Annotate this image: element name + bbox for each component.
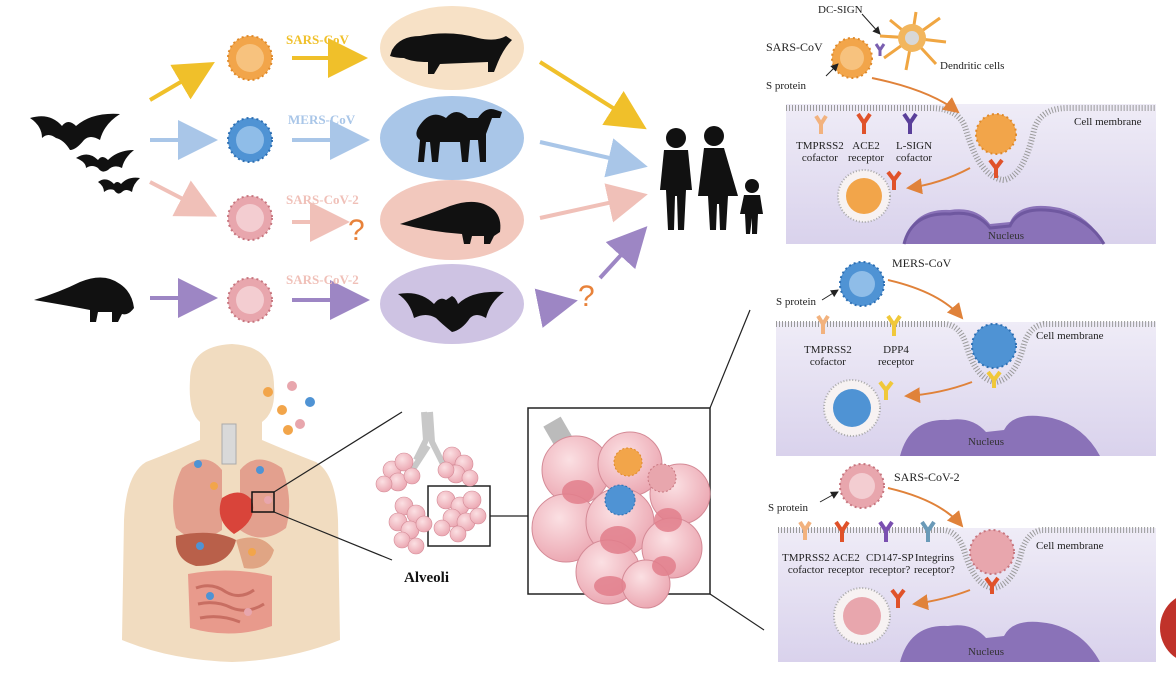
alveoli-label: Alveoli [404, 570, 449, 586]
p2-virus-label: MERS-CoV [892, 256, 952, 270]
civet-icon [390, 33, 512, 74]
virus-label-sars-cov-2-b: SARS-CoV-2 [286, 272, 359, 287]
pangolin-source-icon [34, 277, 134, 322]
question-mark-2: ? [578, 280, 595, 313]
virus-label-sars-cov-2: SARS-CoV-2 [286, 192, 359, 207]
p1-dcsign-label: DC-SIGN [818, 4, 863, 16]
human-family-icon [660, 126, 763, 234]
p3-nucleus-label: Nucleus [968, 646, 1005, 658]
alveolus-magnified-illustration [531, 416, 711, 609]
p3-membrane-label: Cell membrane [1036, 540, 1104, 552]
p1-dendritic-label: Dendritic cells [940, 60, 1005, 72]
red-dot-decoration [1160, 598, 1176, 658]
p2-membrane-label: Cell membrane [1036, 330, 1104, 342]
alveoli-cluster-illustration [375, 411, 487, 555]
camel-icon [416, 109, 502, 162]
p3-sprotein-label: S protein [768, 502, 809, 514]
pangolin-host-icon [400, 201, 501, 244]
virus-label-mers-cov: MERS-CoV [288, 112, 356, 127]
p1-nucleus-label: Nucleus [988, 230, 1025, 242]
sars-cov-2-virus-icon-2 [227, 277, 273, 323]
sars-cov-virus-icon [227, 35, 273, 81]
sars-cov-2-virus-icon [227, 195, 273, 241]
transmission-arrows [148, 38, 648, 328]
panel-sars-cov-2 [778, 463, 1156, 662]
mers-cov-virus-icon [227, 117, 273, 163]
bat-host-icon [398, 291, 504, 332]
p2-nucleus-label: Nucleus [968, 436, 1005, 448]
p1-virus-label: SARS-CoV [766, 40, 823, 54]
human-body-illustration [122, 344, 340, 662]
p1-membrane-label: Cell membrane [1074, 116, 1142, 128]
bats-source-icon [30, 113, 140, 194]
panel-mers-cov [776, 261, 1156, 456]
p3-virus-label: SARS-CoV-2 [894, 470, 960, 484]
p1-sprotein-label: S protein [766, 80, 807, 92]
question-mark-1: ? [348, 214, 365, 247]
p2-sprotein-label: S protein [776, 296, 817, 308]
virus-label-sars-cov: SARS-CoV [286, 32, 349, 47]
panel-sars-cov [786, 11, 1156, 245]
